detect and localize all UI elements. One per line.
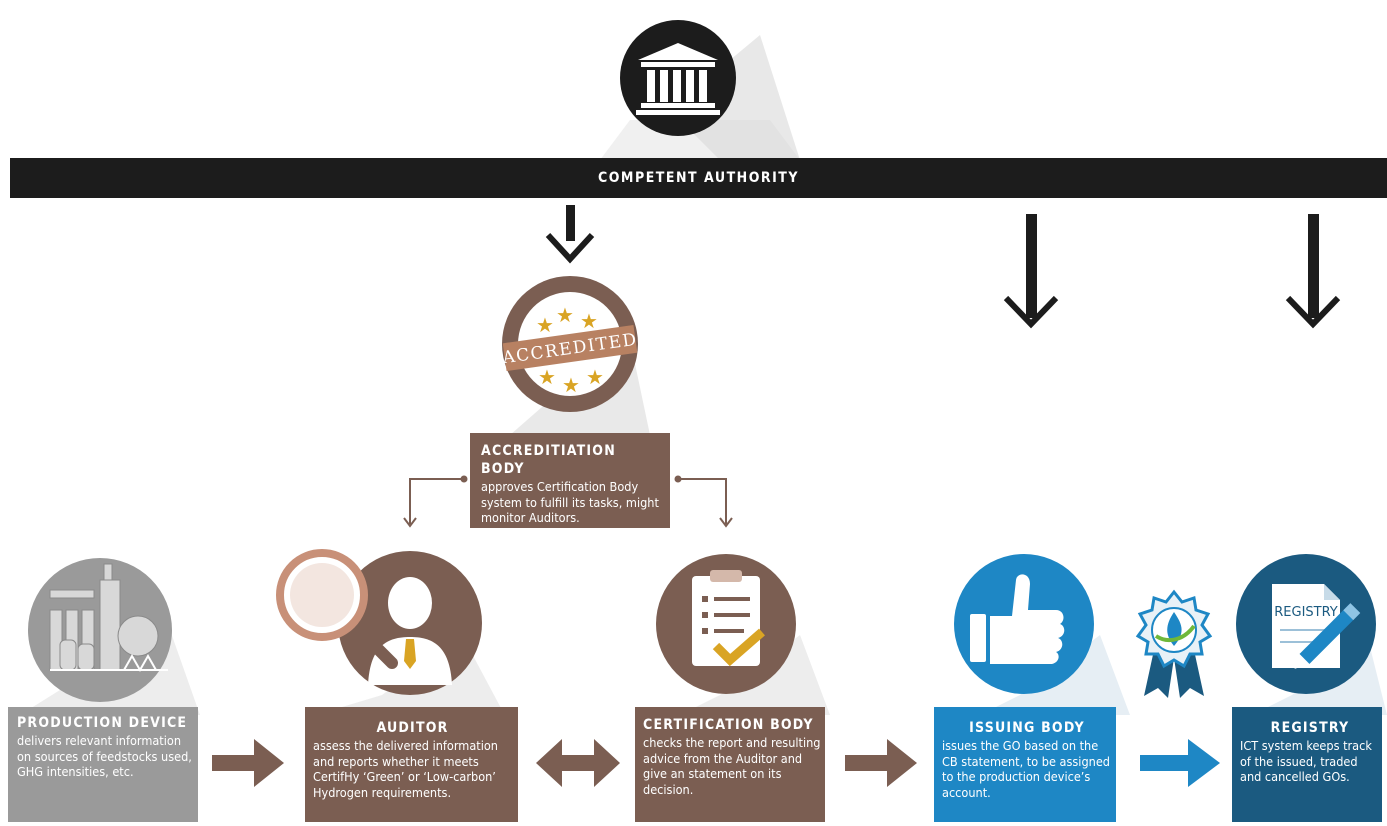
accreditation-body-box: ACCREDITIATION BODY approves Certificati… [470, 433, 670, 528]
svg-text:★: ★ [562, 373, 580, 397]
arrow-right-to-registry [1140, 739, 1220, 787]
auditor-title: AUDITOR [376, 720, 449, 736]
arrow-bidirectional-auditor-certification [536, 739, 620, 787]
svg-text:★: ★ [556, 303, 574, 327]
accredited-stamp-icon: ★ ★ ★ ★ ★ ★ ACCREDITED [500, 276, 650, 435]
production-device-box: PRODUCTION DEVICE delivers relevant info… [8, 707, 198, 822]
certification-body-box: CERTIFICATION BODY checks the report and… [635, 707, 825, 822]
arrow-right-to-auditor [212, 739, 284, 787]
issuing-body-description: issues the GO based on the CB statement,… [942, 738, 1110, 800]
svg-text:★: ★ [586, 365, 604, 389]
auditor-box: AUDITOR assess the delivered information… [305, 707, 518, 822]
svg-text:★: ★ [580, 309, 598, 333]
thumbs-up-icon [954, 554, 1130, 715]
registry-description: ICT system keeps track of the issued, tr… [1240, 738, 1372, 784]
registry-icon-label: REGISTRY [1274, 605, 1338, 620]
connector-to-auditor [403, 475, 468, 528]
certificate-rosette-icon [1135, 589, 1213, 698]
connector-to-certification [674, 475, 733, 528]
certification-body-title: CERTIFICATION BODY [643, 717, 814, 733]
arrow-down-accreditation [545, 205, 595, 264]
registry-box: REGISTRY ICT system keeps track of the i… [1232, 707, 1382, 822]
auditor-description: assess the delivered information and rep… [313, 738, 498, 800]
auditor-icon [276, 549, 502, 710]
accreditation-body-title: ACCREDITIATION BODY [481, 443, 616, 477]
production-device-description: delivers relevant information on sources… [17, 733, 192, 779]
certification-body-description: checks the report and resulting advice f… [643, 735, 821, 797]
svg-text:★: ★ [536, 313, 554, 337]
arrow-down-issuing [1003, 214, 1059, 329]
issuing-body-title: ISSUING BODY [969, 720, 1085, 736]
svg-text:★: ★ [538, 365, 556, 389]
registry-document-icon: REGISTRY [1236, 554, 1387, 715]
competent-authority-icon [600, 20, 800, 160]
arrow-right-to-issuing [845, 739, 917, 787]
registry-title: REGISTRY [1270, 720, 1350, 736]
competent-authority-label: COMPETENT AUTHORITY [597, 170, 799, 186]
production-device-title: PRODUCTION DEVICE [17, 715, 188, 731]
production-device-icon [20, 558, 200, 715]
competent-authority-bar: COMPETENT AUTHORITY [10, 158, 1387, 198]
accreditation-body-description: approves Certification Body system to fu… [481, 479, 659, 525]
arrow-down-registry [1285, 214, 1341, 329]
issuing-body-box: ISSUING BODY issues the GO based on the … [934, 707, 1116, 822]
certification-body-icon [656, 554, 830, 715]
